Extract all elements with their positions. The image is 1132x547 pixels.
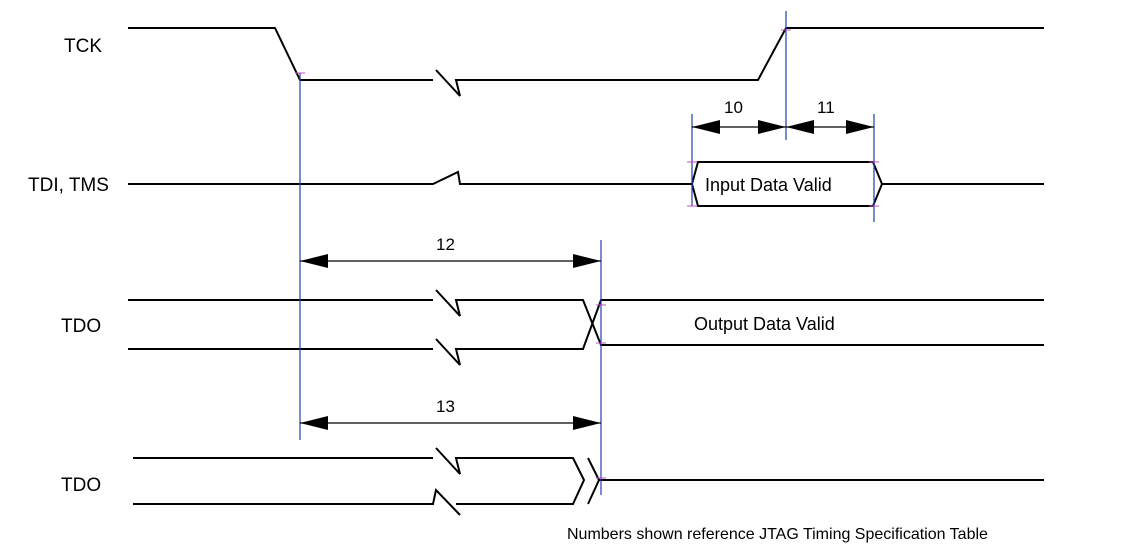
dimension-10-label: 10	[724, 98, 743, 117]
label-tdo-output: TDO	[61, 316, 101, 337]
dimension-13-label: 13	[436, 397, 455, 416]
crossing-markers	[295, 29, 879, 479]
dimension-13	[300, 416, 601, 430]
label-tdi-tms: TDI, TMS	[28, 175, 109, 196]
label-tck: TCK	[64, 36, 102, 57]
input-data-valid-label: Input Data Valid	[705, 175, 832, 195]
tdi-tms-waveform	[128, 161, 1044, 207]
tdo-output-waveform	[128, 289, 1044, 366]
tck-waveform	[128, 27, 1044, 97]
label-tdo-float: TDO	[61, 475, 101, 496]
dimension-10	[692, 120, 786, 134]
tdo-float-waveform	[133, 447, 1044, 516]
footnote: Numbers shown reference JTAG Timing Spec…	[567, 526, 988, 543]
dimension-11	[786, 120, 874, 134]
output-data-valid-label: Output Data Valid	[694, 314, 835, 334]
dimension-12-label: 12	[436, 235, 455, 254]
dimension-11-label: 11	[817, 98, 835, 117]
dimension-12	[300, 254, 601, 268]
